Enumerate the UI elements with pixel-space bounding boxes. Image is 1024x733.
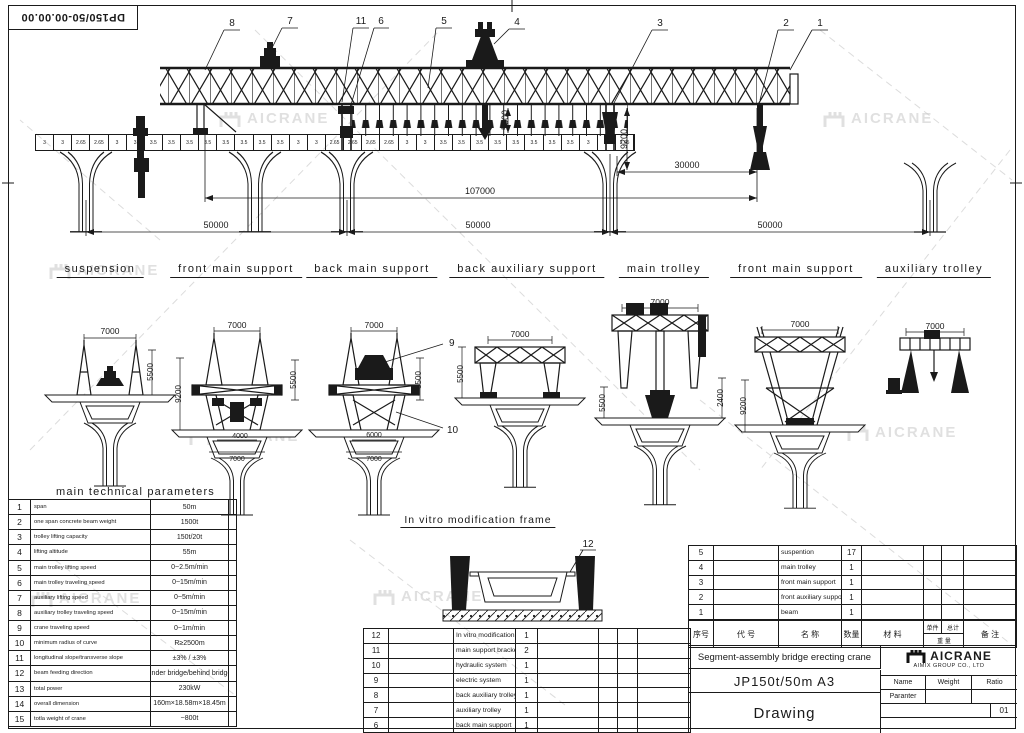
company-name: AIMIX GROUP CO., LTD xyxy=(913,663,985,669)
bom-header: 序号 代 号 名 称 数量 材 料 单件 总计 重 量 备 注 xyxy=(688,619,1017,648)
name-label: Name xyxy=(881,676,926,690)
bom-row: 9 electric system 1 xyxy=(364,673,691,689)
bom-row: 12 In vitro modification frame 1 xyxy=(364,629,691,644)
section-label-front-main-support: front main support xyxy=(170,263,302,278)
watermark: AICRANE xyxy=(846,424,957,441)
bom-row: 7 auxiliary trolley 1 xyxy=(364,703,691,719)
bom-row: 2 front auxiliary support 1 xyxy=(689,590,1017,606)
weight-label: Weight xyxy=(926,676,972,690)
section-label-suspension: suspension xyxy=(56,263,144,278)
params-table: 1 span 50m 2 one span concrete beam weig… xyxy=(8,499,237,727)
model-number: JP150t/50m A3 xyxy=(689,670,881,693)
project-title: Segment-assembly bridge erecting crane xyxy=(689,646,881,669)
params-row: 9 crane traveling speed 0~1m/min xyxy=(9,621,237,637)
bom-header-name: 名 称 xyxy=(779,621,842,648)
params-row: 15 totla weight of crane ~800t xyxy=(9,711,237,727)
section-label-auxiliary-trolley: auxiliary trolley xyxy=(876,263,992,278)
params-table-title: main technical parameters xyxy=(56,486,216,498)
params-row: 5 main trolley lifting speed 0~2.5m/min xyxy=(9,560,237,576)
section-label-main-trolley: main trolley xyxy=(618,263,710,278)
bom-row: 11 main support bracket 2 xyxy=(364,643,691,659)
ratio-label: Ratio xyxy=(972,676,1017,690)
params-row: 13 total power 230kW xyxy=(9,681,237,697)
params-row: 4 lifting altitude 55m xyxy=(9,545,237,561)
watermark: AICRANE xyxy=(188,428,299,445)
bom-row: 3 front main support 1 xyxy=(689,575,1017,591)
params-row: 6 main trolley traveling speed 0~15m/min xyxy=(9,575,237,591)
section-label-front-main-support-2: front main support xyxy=(730,263,862,278)
bom-table-middle: 12 In vitro modification frame 1 11 main… xyxy=(363,628,691,733)
bom-row: 6 back main support 1 xyxy=(364,718,691,733)
bom-row: 5 suspention 17 xyxy=(689,546,1017,561)
watermark: AICRANE xyxy=(218,110,329,127)
bom-row: 8 back auxiliary trolley 1 xyxy=(364,688,691,704)
section-label-back-main-support: back main support xyxy=(306,263,438,278)
doc-number: DP150/50-00.00.00 xyxy=(21,11,125,24)
invitro-frame-label: In vitro modification frame xyxy=(400,514,556,528)
bom-row: 1 beam 1 xyxy=(689,605,1017,620)
watermark: AICRANE xyxy=(372,588,483,605)
params-row: 12 beam feeding direction under bridge/b… xyxy=(9,666,237,682)
params-row: 2 one span concrete beam weight 1500t xyxy=(9,515,237,531)
title-block: Segment-assembly bridge erecting crane J… xyxy=(688,645,1017,733)
bom-header-weight: 单件 总计 重 量 xyxy=(924,621,964,648)
bom-header-no: 序号 xyxy=(689,621,714,648)
bom-header-qty: 数量 xyxy=(842,621,862,648)
watermark: AICRANE xyxy=(822,110,933,127)
params-row: 1 span 50m xyxy=(9,500,237,516)
brand-name: AICRANE xyxy=(930,649,992,663)
params-row: 10 minimum radius of curve R≥2500m xyxy=(9,636,237,652)
bom-table-right: 5 suspention 17 4 main trolley 1 xyxy=(688,545,1017,620)
bom-header-remarks: 备 注 xyxy=(964,621,1017,648)
drawing-stage: Drawing xyxy=(689,693,881,733)
section-label-back-auxiliary-support: back auxiliary support xyxy=(449,263,605,278)
params-row: 14 overall dimension 160m×18.58m×18.45m xyxy=(9,696,237,712)
company-logo: AICRANE xyxy=(881,649,1017,663)
params-row: 7 auxiliary lifting speed 0~5m/min xyxy=(9,590,237,606)
bom-row: 10 hydraulic system 1 xyxy=(364,658,691,674)
bom-header-material: 材 料 xyxy=(862,621,924,648)
params-row: 11 longitudinal slope/transverse slope ±… xyxy=(9,651,237,667)
parameter-label: Paranter xyxy=(881,690,926,704)
bom-header-code: 代 号 xyxy=(714,621,779,648)
params-row: 3 trolley lifting capacity 150t/20t xyxy=(9,530,237,546)
params-row: 8 auxiliary trolley traveling speed 0~15… xyxy=(9,605,237,621)
sheet-number: 01 xyxy=(991,704,1017,718)
doc-number-box: DP150/50-00.00.00 xyxy=(8,5,138,30)
bom-row: 4 main trolley 1 xyxy=(689,560,1017,576)
